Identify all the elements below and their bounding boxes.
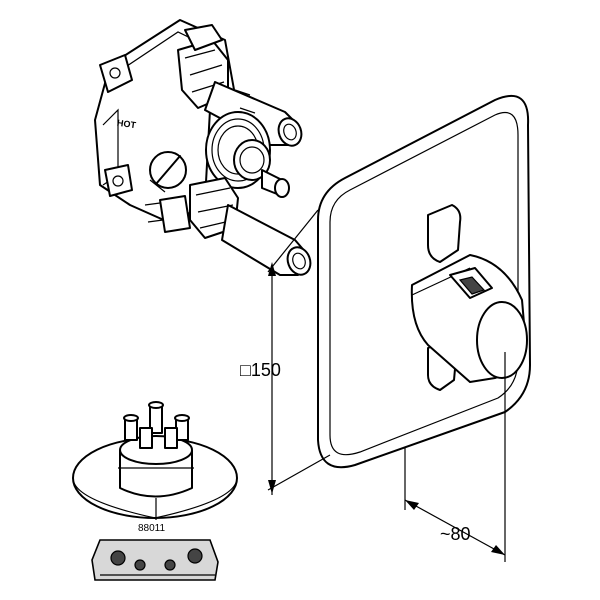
part-number-label: 88011 xyxy=(138,523,166,534)
depth-dimension-label: ~80 xyxy=(440,524,471,544)
mounting-ear-bottom xyxy=(104,164,133,197)
height-dimension xyxy=(267,209,331,495)
trim-plate xyxy=(317,95,531,469)
depth-dimension xyxy=(404,352,506,562)
cartridge-assembly xyxy=(72,401,238,581)
base-casting xyxy=(91,539,219,581)
rough-in-valve-body xyxy=(94,19,312,276)
knob-face xyxy=(476,301,528,379)
height-dimension-label: □150 xyxy=(240,360,281,380)
mounting-ear-top xyxy=(99,54,133,93)
upper-tab xyxy=(427,204,462,263)
